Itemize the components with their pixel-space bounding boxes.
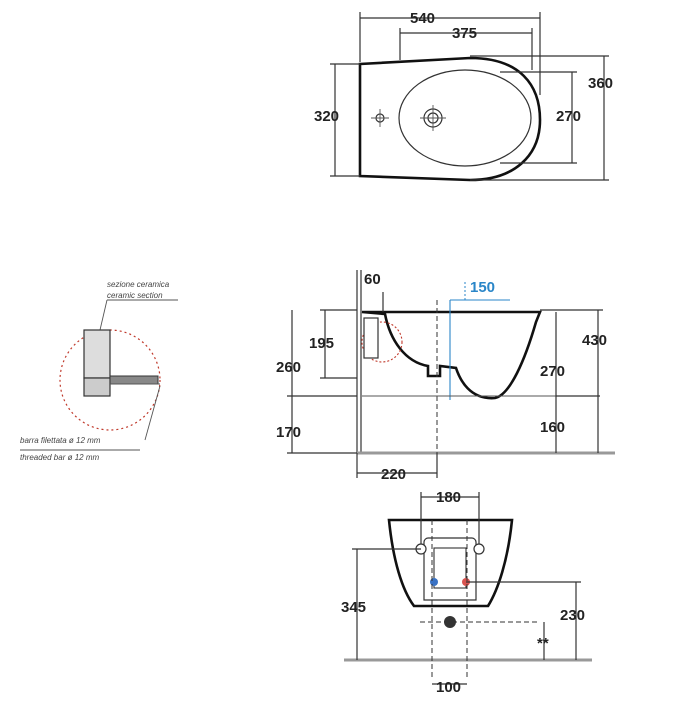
- dim-overall-height: 345: [341, 599, 366, 616]
- dim-drain-offset: 100: [436, 679, 461, 696]
- dim-outer-width: 360: [588, 75, 613, 92]
- dim-base-height: 170: [276, 424, 301, 441]
- dim-wall-offset: 60: [364, 271, 381, 288]
- dim-rim-height: 270: [540, 363, 565, 380]
- threaded-bar: [109, 375, 159, 385]
- bar-label-it: barra filettata ø 12 mm: [20, 436, 101, 445]
- ceramic-section-detail: sezione ceramica ceramic section barra f…: [20, 280, 178, 462]
- wall-section: [83, 329, 111, 379]
- side-view-body: [361, 310, 542, 400]
- bolt-hole-right-icon: [473, 543, 485, 555]
- dim-width: 540: [410, 10, 435, 27]
- dim-inlet-height: 260: [276, 359, 301, 376]
- drain-icon: [444, 616, 456, 628]
- dim-bolt-spacing: 180: [436, 489, 461, 506]
- top-view-outline: [358, 56, 542, 182]
- bar-label-en: threaded bar ø 12 mm: [20, 453, 99, 462]
- detail-label-it: sezione ceramica: [107, 280, 170, 289]
- dim-top-height: 430: [582, 332, 607, 349]
- rear-view-body: [387, 518, 514, 608]
- note-mark: **: [537, 635, 549, 652]
- dim-drain-height-rear: 230: [560, 607, 585, 624]
- cold-water-icon: [430, 578, 438, 586]
- dim-bottom-height: 160: [540, 419, 565, 436]
- top-view-bowl: [398, 69, 532, 167]
- dim-tap-height: 150: [470, 279, 495, 296]
- top-view: 540 375 320 270 360: [314, 10, 613, 182]
- dim-depth: 220: [381, 466, 406, 483]
- dim-inner-length: 375: [452, 25, 477, 42]
- detail-label-en: ceramic section: [107, 291, 163, 300]
- dim-inner-width: 270: [556, 108, 581, 125]
- side-view: 60 150 430 195 260 270 160 170 220: [276, 270, 615, 483]
- dim-drain-height: 195: [309, 335, 334, 352]
- dim-height: 320: [314, 108, 339, 125]
- rear-view: 180 345 230 ** 100: [341, 489, 592, 696]
